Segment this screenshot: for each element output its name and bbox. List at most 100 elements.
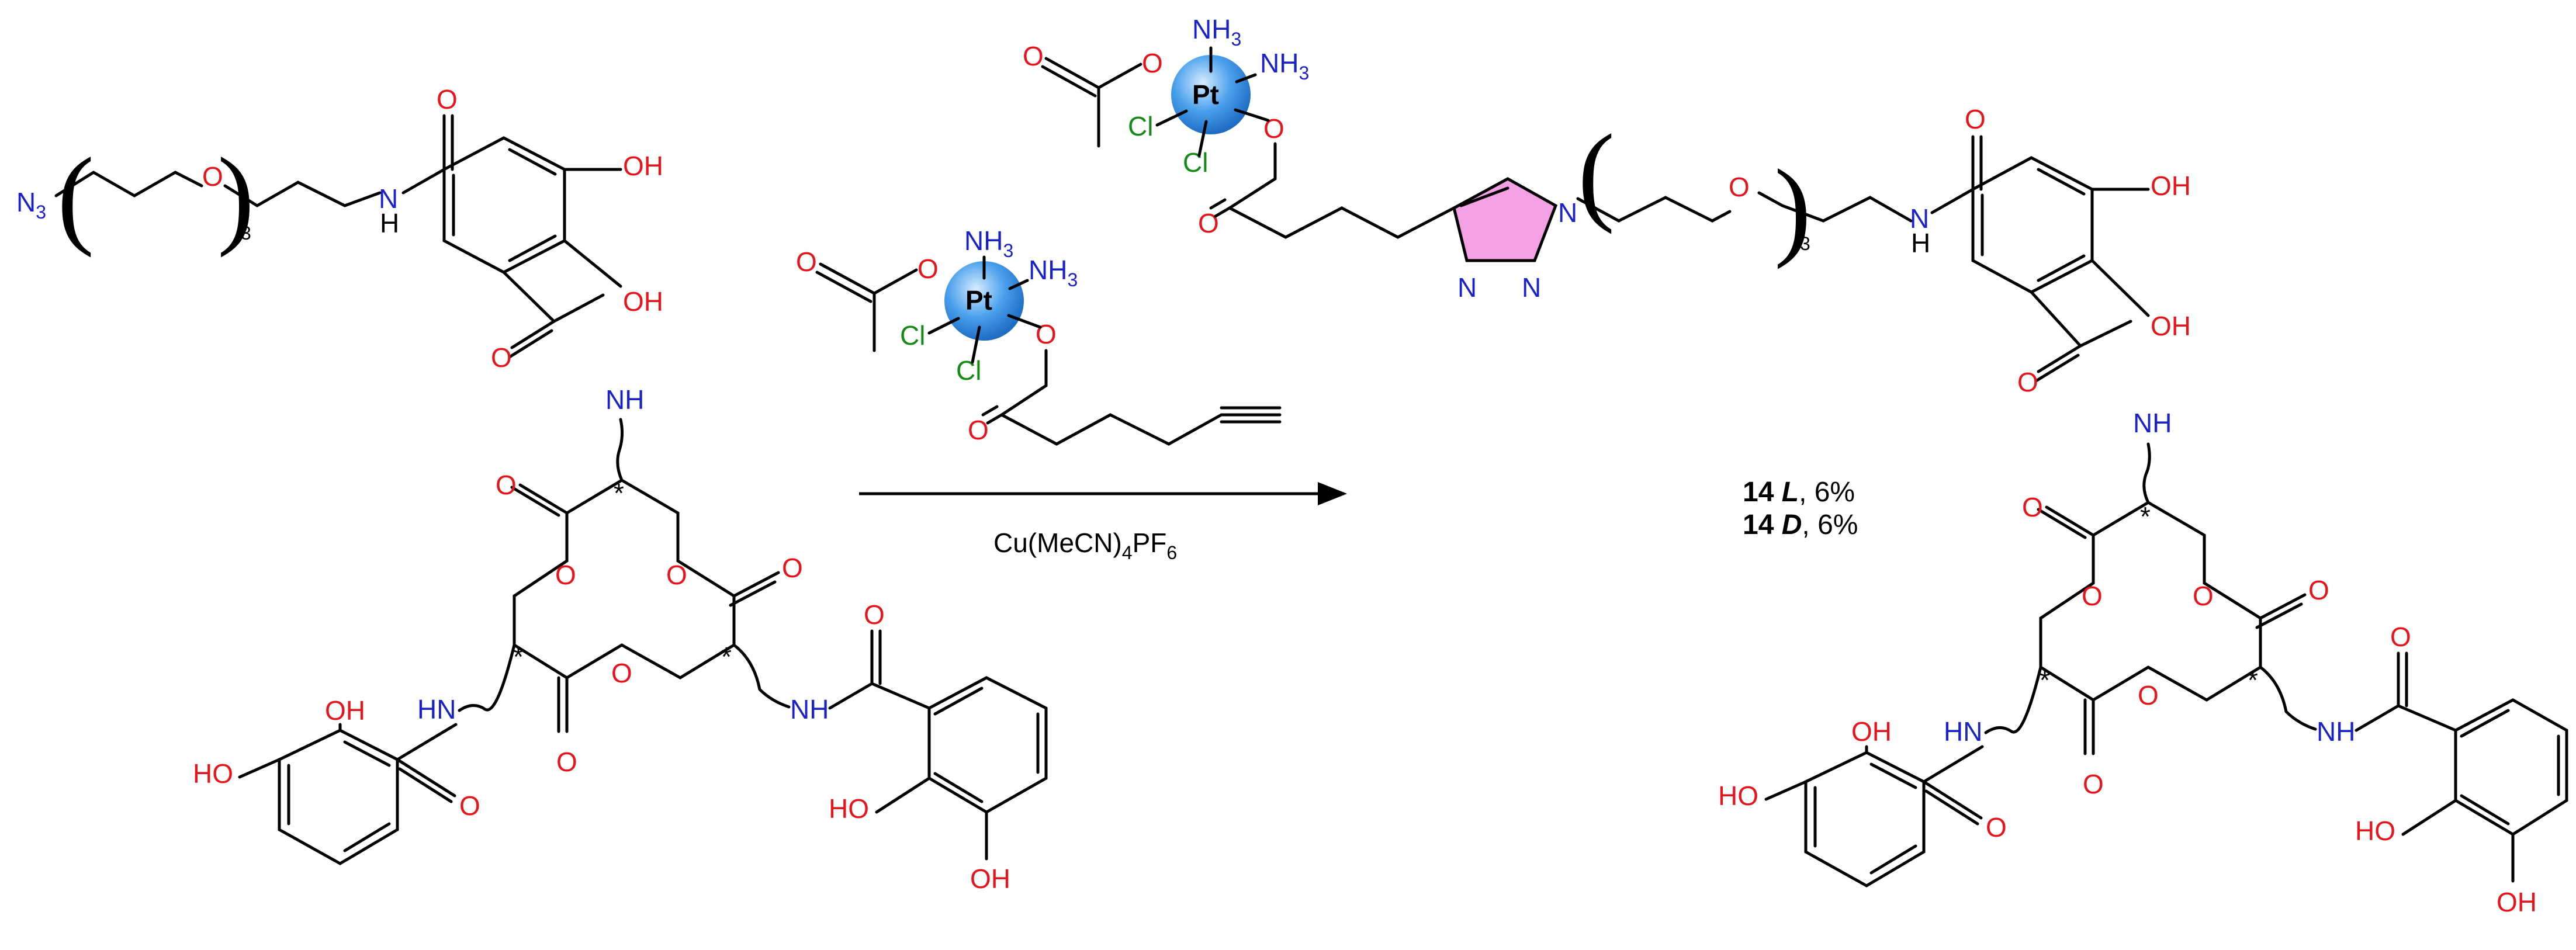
platinum-alkyne-reagent: Pt NH3 NH3 Cl Cl O O O O — [796, 226, 1282, 446]
product-catechol-oh-1: OH — [2151, 171, 2191, 201]
product-peg-chain — [1576, 191, 1913, 223]
carbonyl-oxygen-lr: O — [864, 599, 885, 630]
product-o-ester-carbonyl: O — [1198, 208, 1219, 238]
catechol-ring — [442, 136, 566, 274]
catechol-oh-1: OH — [623, 151, 663, 181]
product-peg-repeat-count: 3 — [1800, 233, 1810, 254]
catechol-lr-oh-bonds — [875, 776, 988, 861]
product: Pt NH3 NH3 Cl Cl O O O O N N N ( ) 3 O N… — [1023, 14, 2568, 917]
catechol-oh-2: OH — [623, 286, 663, 317]
product-catechol-ll-oh-1: OH — [1851, 716, 1892, 747]
triazole-ring — [1452, 177, 1558, 262]
product-peg-oxygen: O — [1729, 172, 1750, 202]
product-catechol-oh-2: OH — [2151, 311, 2191, 341]
carbonyl-oxygen-mid: O — [491, 342, 512, 373]
product-cl-2: Cl — [1183, 147, 1208, 178]
reaction-conditions: Cu(MeCN)4PF6 — [993, 528, 1177, 563]
lower-left-amide — [394, 643, 516, 803]
product-carbonyl-oxygen-mid: O — [2017, 367, 2038, 397]
product-catechol-lr-oh-bonds — [2401, 799, 2515, 883]
amide-hn-left: HN — [417, 694, 456, 724]
ring-o-ester-3: O — [611, 658, 632, 688]
amide-nh-top: N — [379, 183, 398, 214]
amide-nh-right: NH — [790, 694, 829, 724]
product-catechol-lr-oh-1: HO — [2355, 816, 2395, 846]
catechol-ll-oh-1: OH — [325, 695, 365, 726]
product-stereo-star-2: * — [2040, 665, 2050, 695]
triazole-n2: N — [1457, 272, 1477, 303]
catechol-oh-bonds — [563, 168, 622, 288]
product-catechol-ring — [1971, 156, 2094, 294]
product-nh3-top: NH3 — [1192, 14, 1241, 50]
peg-chain — [54, 171, 382, 207]
product-pt-bonds — [1041, 46, 1456, 239]
ring-o-carbonyl-2: O — [782, 553, 803, 583]
product-carbonyl-oxygen-top: O — [1965, 104, 1986, 134]
product-ring-o-carbonyl-1: O — [2022, 492, 2043, 522]
pt-sphere-reagent — [944, 261, 1024, 341]
reagent-o-acetate: O — [917, 254, 939, 284]
peg-open-paren: ( — [57, 136, 94, 258]
triazole-n3: N — [1522, 272, 1541, 303]
lower-right-amide — [732, 629, 931, 710]
reagent-nh3-top: NH3 — [964, 226, 1013, 261]
carbonyl-oxygen-top: O — [437, 84, 458, 115]
product-o-ester: O — [1263, 113, 1284, 144]
product-amide-nh-right: NH — [2317, 716, 2355, 747]
catechol-ring-ll — [278, 729, 399, 865]
stereo-star-1: * — [614, 478, 624, 508]
product-label-d: 14 D, 6% — [1743, 509, 1858, 540]
reagent-o-ester-carbonyl: O — [968, 415, 989, 445]
ring-o-ester-2: O — [666, 560, 687, 590]
peg-oxygen: O — [202, 161, 223, 192]
catechol-lr-oh-2: OH — [970, 864, 1010, 894]
ring-o-carbonyl-1: O — [496, 470, 517, 500]
reagent-o-acetyl-carbonyl: O — [796, 247, 817, 277]
macrocycle — [510, 418, 780, 733]
product-amide-nh-mid: NH — [2133, 408, 2172, 438]
product-amide-nh-top: N — [1910, 203, 1929, 234]
amide-link — [502, 271, 605, 359]
peg-repeat-count: 3 — [241, 223, 251, 244]
stereo-star-2: * — [513, 642, 524, 672]
product-o-acetate: O — [1142, 48, 1163, 78]
product-lower-right-amide — [2259, 651, 2457, 732]
product-amide-h-top: H — [1911, 228, 1930, 258]
carbonyl-oxygen-ll: O — [459, 790, 480, 821]
product-catechol-oh-bonds — [2090, 188, 2150, 317]
peg-close-paren: ) — [217, 136, 254, 258]
product-ring-o-ester-3: O — [2138, 680, 2159, 710]
product-amide-link — [2030, 290, 2132, 383]
product-stereo-star-3: * — [2248, 665, 2258, 695]
product-macrocycle — [2037, 442, 2307, 755]
product-catechol-lr-oh-2: OH — [2497, 887, 2537, 917]
catechol-ll-oh-bonds — [238, 723, 342, 779]
product-catechol-ll-oh-bonds — [1764, 745, 1868, 801]
starting-material: N3 ( ) 3 O N H O OH OH O NH O O O O O O … — [16, 84, 1048, 894]
reaction-arrow-group: Cu(MeCN)4PF6 — [859, 482, 1347, 563]
reagent-bonds — [815, 255, 1282, 446]
product-labels: 14 L, 6% 14 D, 6% — [1743, 477, 1858, 540]
reagent-cl-2: Cl — [956, 355, 981, 386]
product-lower-left-amide — [1921, 665, 2042, 826]
product-stereo-star-1: * — [2140, 501, 2151, 532]
catechol-ring-lr — [927, 676, 1048, 814]
ring-o-carbonyl-3: O — [556, 747, 577, 777]
product-carbonyl-oxygen-ll: O — [1986, 812, 2007, 842]
product-ring-o-carbonyl-2: O — [2308, 575, 2329, 605]
triazole-double-bond — [1459, 186, 1509, 207]
product-ring-o-ester-2: O — [2193, 581, 2214, 611]
pt-label-reagent: Pt — [965, 285, 992, 315]
product-amide-hn-left: HN — [1944, 716, 1982, 747]
reagent-nh3-right: NH3 — [1029, 255, 1078, 290]
ring-o-ester-1: O — [555, 560, 576, 590]
product-ring-o-carbonyl-3: O — [2083, 769, 2104, 799]
product-carbonyl-oxygen-lr: O — [2390, 622, 2411, 652]
stereo-star-3: * — [721, 642, 732, 672]
triazole-n1: N — [1558, 197, 1577, 228]
reagent-o-ester: O — [1036, 319, 1057, 349]
product-nh3-right: NH3 — [1260, 48, 1309, 84]
product-o-acetyl-carbonyl: O — [1023, 41, 1044, 71]
azide-label: N3 — [16, 187, 46, 223]
